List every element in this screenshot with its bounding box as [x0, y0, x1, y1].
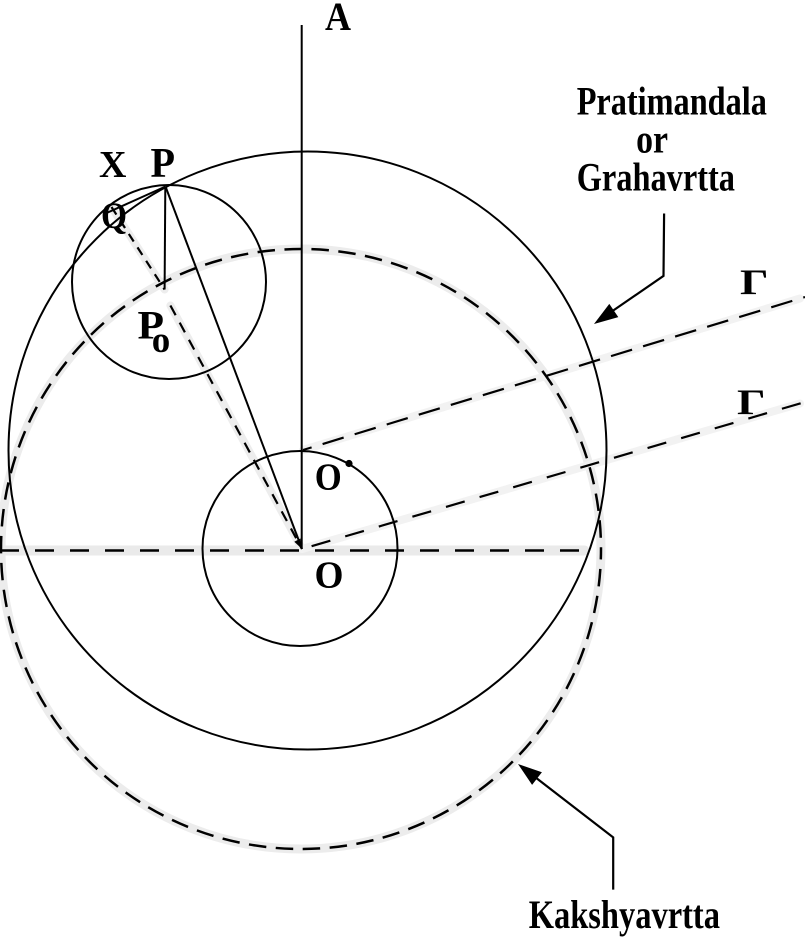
svg-text:Grahavrtta: Grahavrtta — [577, 155, 735, 200]
svg-text:O: O — [315, 555, 344, 597]
svg-text:A: A — [325, 0, 351, 39]
svg-text:or: or — [636, 117, 668, 162]
svg-text:P: P — [138, 302, 165, 347]
svg-text:Pratimandala: Pratimandala — [577, 79, 767, 124]
svg-text:X: X — [99, 144, 126, 186]
svg-text:Kakshyavrtta: Kakshyavrtta — [529, 892, 720, 937]
svg-text:P: P — [151, 141, 176, 187]
svg-text:Γ: Γ — [737, 382, 766, 422]
svg-text:Γ: Γ — [740, 262, 769, 302]
svg-text:o: o — [152, 320, 171, 361]
svg-text:Q: Q — [101, 196, 127, 237]
svg-text:O: O — [315, 457, 342, 499]
